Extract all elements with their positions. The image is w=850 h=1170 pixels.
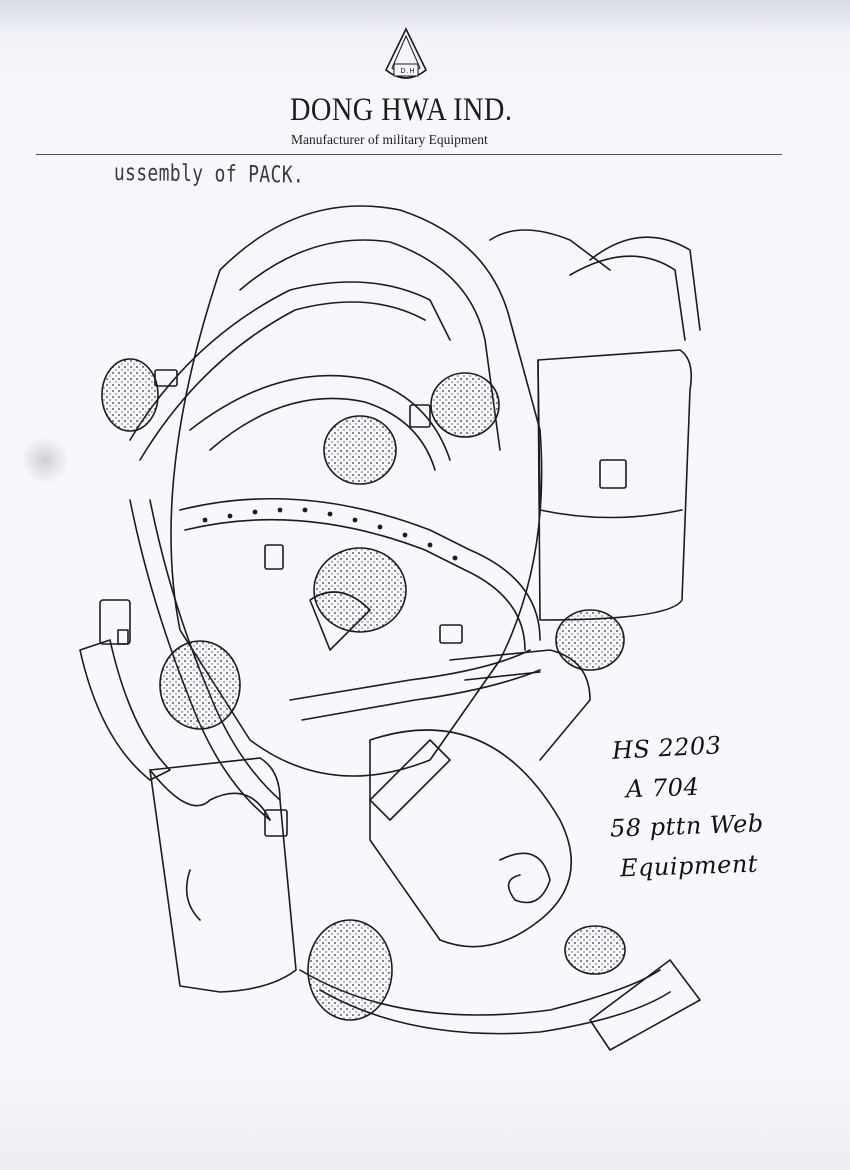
header-divider (36, 154, 782, 155)
waist-belt (179, 497, 541, 641)
company-name: DONG HWA IND. (290, 92, 513, 128)
scan-smudge (22, 435, 68, 485)
right-utility-pouch (537, 349, 693, 621)
blanket-roll (369, 729, 572, 948)
company-tagline: Manufacturer of military Equipment (291, 132, 488, 147)
handwritten-note-line: A 704 (625, 772, 700, 804)
handwritten-note-line: 58 pttn Web (609, 809, 765, 843)
kidney-pad (101, 358, 159, 432)
pack-body (170, 205, 543, 777)
scan-edge-shadow (0, 0, 850, 34)
left-shoulder-strap (129, 281, 451, 441)
company-logo-icon (385, 27, 427, 79)
left-ammo-pouch (149, 757, 297, 993)
handwritten-note-line: HS 2203 (611, 731, 723, 765)
logo-monogram: D.H (400, 68, 416, 75)
pack-assembly-drawing (79, 205, 701, 1051)
handwritten-note-line: Equipment (619, 849, 759, 883)
